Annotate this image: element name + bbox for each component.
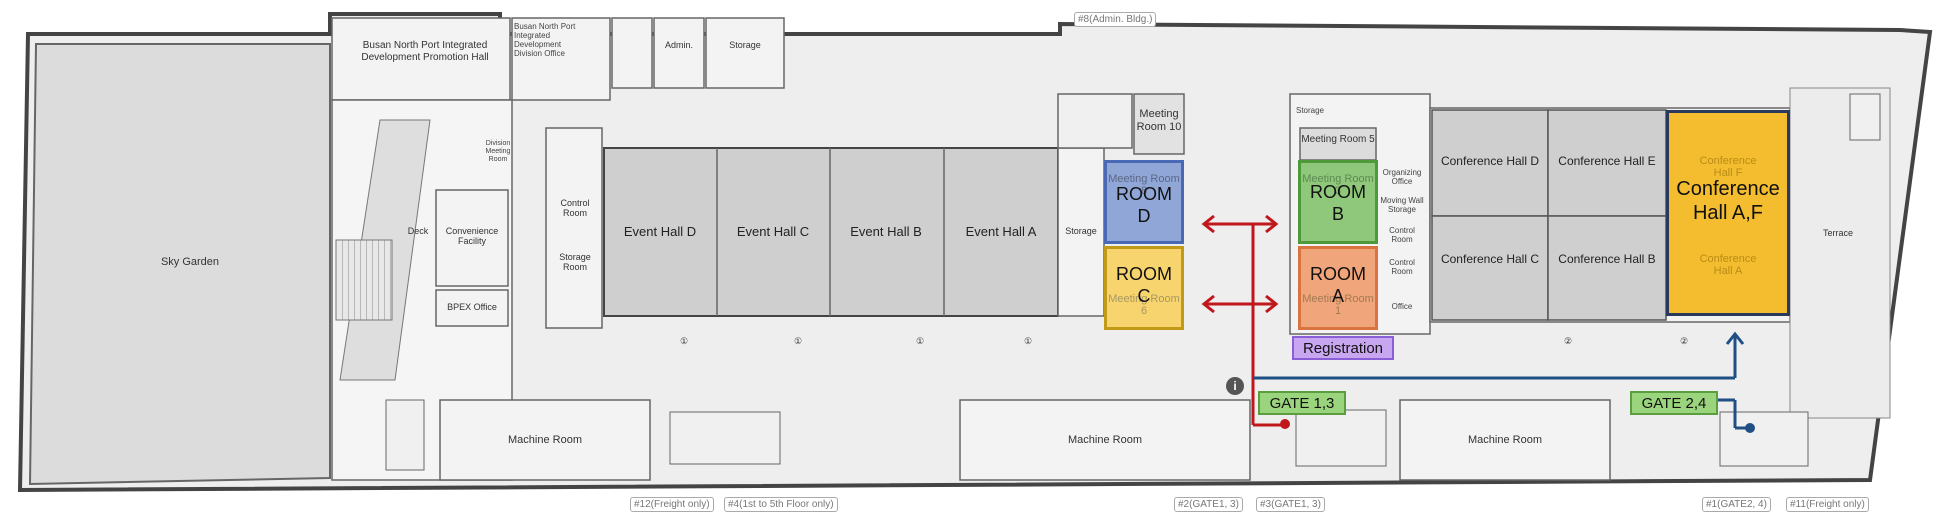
machine-room-3-label: Machine Room (1468, 434, 1542, 446)
conf-hall-af-highlight[interactable]: Conference Hall F Conference Hall A,F Co… (1666, 110, 1790, 316)
conf-hall-e-label: Conference Hall E (1558, 154, 1656, 168)
meeting-room-5 (1299, 127, 1377, 161)
column-marker: ② (1679, 336, 1689, 346)
bpex-office-label: BPEX Office (447, 302, 497, 312)
event-hall-a-label: Event Hall A (965, 224, 1037, 239)
division-meeting-room-label: Division Meeting Room (485, 140, 511, 163)
organizing-office-label: Organizing Office (1382, 168, 1422, 186)
terrace-label: Terrace (1822, 228, 1853, 238)
control-room-r2-label: Control Room (1389, 258, 1415, 276)
division-office-label: Busan North Port Integrated Development … (514, 22, 576, 58)
room-c-highlight[interactable]: Meeting Room 6 ROOM C (1104, 246, 1184, 330)
svg-text:i: i (1233, 379, 1236, 393)
machine-room-3-box (1399, 399, 1611, 481)
moving-wall-storage-label: Moving Wall Storage (1380, 196, 1424, 214)
stair-left (335, 239, 393, 321)
conf-hall-c-label: Conference Hall C (1440, 252, 1540, 266)
elevator-1-note: #1(GATE2, 4) (1702, 497, 1771, 512)
elevator-2-note: #2(GATE1, 3) (1174, 497, 1243, 512)
elevator-bottom-mid (669, 411, 781, 465)
storage-top-label: Storage (729, 40, 761, 50)
control-room-block (545, 127, 603, 329)
deck-label: Deck (407, 226, 429, 236)
stair-bottom-left (385, 399, 425, 471)
promotion-hall-room (331, 17, 511, 101)
convenience-room (435, 189, 509, 287)
column-marker: ① (793, 336, 803, 346)
registration-tag[interactable]: Registration (1292, 336, 1394, 360)
conf-hall-b-label: Conference Hall B (1558, 252, 1656, 266)
control-room-r1-label: Control Room (1389, 226, 1415, 244)
room-b-old-name: Meeting Room 3 (1302, 173, 1374, 197)
office-label: Office (1391, 302, 1413, 311)
admin-label: Admin. (664, 40, 693, 50)
machine-room-2-label: Machine Room (1068, 434, 1142, 446)
elevator-3-note: #3(GATE1, 3) (1256, 497, 1325, 512)
restroom-top (611, 17, 653, 89)
conf-hall-c-room (1431, 215, 1549, 321)
terrace-area (1789, 87, 1891, 419)
room-d-title: ROOM D (1116, 184, 1172, 226)
column-marker: ① (915, 336, 925, 346)
storage-mid-label: Storage (1065, 226, 1097, 236)
gate-2-4-tag[interactable]: GATE 2,4 (1630, 391, 1718, 415)
room-b-title: ROOM B (1310, 182, 1366, 224)
storage-right-label: Storage (1295, 106, 1325, 115)
gate-1-3-tag[interactable]: GATE 1,3 (1258, 391, 1346, 415)
meeting-room-5-label: Meeting Room 5 (1301, 134, 1375, 145)
promotion-hall-label: Busan North Port Integrated Development … (361, 40, 489, 63)
storage-mid-room (1057, 147, 1105, 317)
room-c-old-name: Meeting Room 6 (1108, 293, 1180, 317)
column-marker: ① (1023, 336, 1033, 346)
sky-garden-area (28, 43, 331, 486)
admin-bldg-note: #8(Admin. Bldg.) (1074, 12, 1157, 27)
conf-hall-f-old-name: Conference Hall F (1699, 155, 1757, 179)
elevator-bottom-right (1719, 411, 1809, 467)
event-hall-c-label: Event Hall C (736, 224, 810, 239)
convenience-label: Convenience Facility (445, 226, 499, 246)
room-a-title: ROOM A (1310, 264, 1366, 306)
bpex-room (435, 289, 509, 327)
info-icon (1226, 377, 1244, 395)
red-route-start (1280, 419, 1290, 429)
elevator-12-note: #12(Freight only) (630, 497, 714, 512)
elevator-11-note: #11(Freight only) (1786, 497, 1869, 512)
admin-room (653, 17, 705, 89)
blue-route-start (1745, 423, 1755, 433)
sky-garden-label: Sky Garden (160, 256, 220, 268)
room-d-highlight[interactable]: Meeting Room 8 ROOM D (1104, 160, 1184, 244)
conf-hall-b-room (1547, 215, 1667, 321)
meeting-room-10 (1133, 93, 1185, 155)
room-a-highlight[interactable]: Meeting Room 1 ROOM A (1298, 246, 1378, 330)
control-room-label: Control Room (560, 198, 590, 218)
column-marker: ① (679, 336, 689, 346)
elevator-4-note: #4(1st to 5th Floor only) (724, 497, 838, 512)
machine-room-2-box (959, 399, 1251, 481)
stair-bottom-right (1295, 409, 1387, 467)
meeting-room-10-label: Meeting Room 10 (1136, 108, 1182, 133)
event-hall-b-label: Event Hall B (850, 224, 922, 239)
room-a-old-name: Meeting Room 1 (1302, 293, 1374, 317)
storage-top-room (705, 17, 785, 89)
machine-room-1-box (439, 399, 651, 481)
event-halls-block (603, 147, 1059, 317)
stair-right-top (1849, 93, 1881, 141)
storage-room-label: Storage Room (559, 252, 591, 272)
conf-hall-a-old-name: Conference Hall A (1699, 253, 1757, 277)
room-c-title: ROOM C (1116, 264, 1172, 306)
column-marker: ② (1563, 336, 1573, 346)
conf-hall-af-title: Conference Hall A,F (1676, 178, 1780, 224)
event-hall-d-label: Event Hall D (623, 224, 697, 239)
red-route (1201, 214, 1285, 427)
blue-route (1253, 331, 1750, 430)
division-office-room (511, 17, 611, 101)
room-d-old-name: Meeting Room 8 (1108, 173, 1180, 197)
machine-room-1-label: Machine Room (508, 434, 582, 446)
stair-mid (1057, 93, 1133, 149)
room-b-highlight[interactable]: Meeting Room 3 ROOM B (1298, 160, 1378, 244)
conf-hall-d-label: Conference Hall D (1440, 154, 1540, 168)
